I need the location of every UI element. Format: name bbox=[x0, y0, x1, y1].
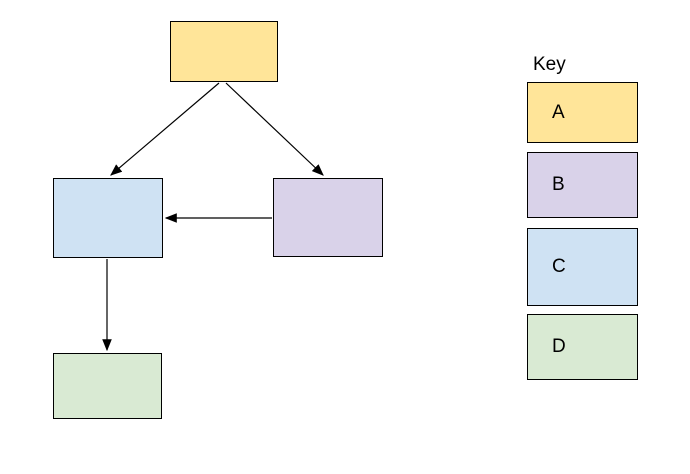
node-left-c bbox=[53, 178, 163, 258]
key-item-a: A bbox=[527, 82, 638, 143]
key-item-b-label: B bbox=[552, 174, 565, 195]
arrow-a-to-b bbox=[225, 82, 324, 176]
key-panel: Key A B C D bbox=[527, 54, 638, 380]
node-bottom-d bbox=[53, 353, 162, 419]
node-right-b bbox=[273, 178, 383, 257]
key-title: Key bbox=[533, 54, 566, 75]
key-item-a-label: A bbox=[552, 101, 565, 123]
arrow-a-to-c bbox=[110, 82, 220, 176]
key-item-d-label: D bbox=[552, 336, 566, 357]
key-item-c: C bbox=[527, 228, 638, 306]
key-item-c-label: C bbox=[552, 256, 566, 277]
key-item-d: D bbox=[527, 314, 638, 380]
node-top-a bbox=[170, 21, 278, 82]
key-item-b: B bbox=[527, 152, 638, 218]
